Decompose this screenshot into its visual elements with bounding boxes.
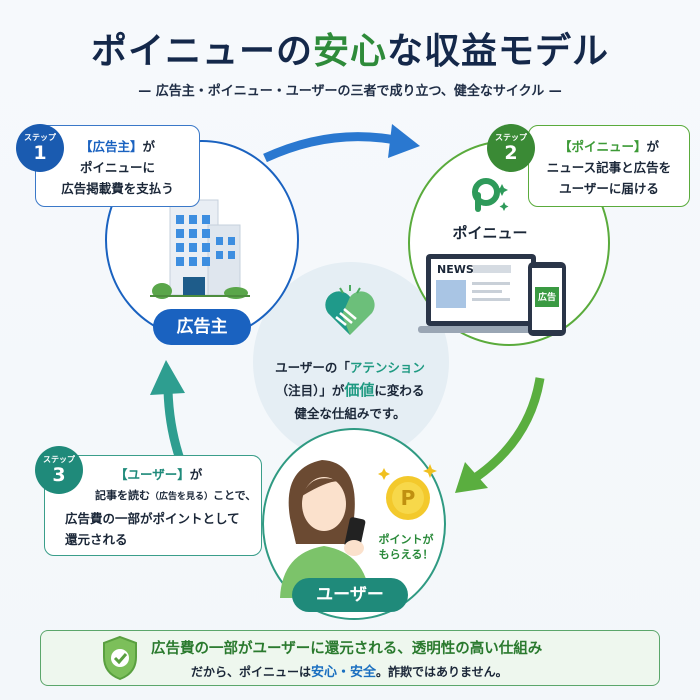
step1-suffix: が <box>142 139 156 154</box>
step1-bubble: 【広告主】が ポイニューに 広告掲載費を支払う <box>35 125 200 207</box>
center-l3: 健全な仕組みです。 <box>294 406 406 421</box>
step3-line2b: （広告を見る） <box>150 492 214 502</box>
arrow-teal-head <box>150 360 185 395</box>
step3-line2c: ことで、 <box>213 489 257 502</box>
step2-line2: ニュース記事と広告を <box>546 160 672 175</box>
center-message: ユーザーの「アテンション （注目）」が価値に変わる 健全な仕組みです。 <box>255 356 445 425</box>
step3-number: 3 <box>52 464 66 486</box>
center-l1a: ユーザーの「 <box>275 360 350 375</box>
bottom-l2b: 安心・安全 <box>311 665 377 680</box>
arrow-green-head <box>455 462 488 493</box>
news-label: NEWS <box>437 263 474 276</box>
user-label: ユーザー <box>292 578 408 612</box>
step3-line3: 広告費の一部がポイントとして <box>65 511 240 526</box>
woman-with-phone-illustration <box>280 460 370 598</box>
step2-actor: 【ポイニュー】 <box>558 139 647 154</box>
points-caption-line2: もらえる！ <box>378 548 434 561</box>
arrow-green <box>472 377 545 482</box>
step1-actor: 【広告主】 <box>79 139 143 154</box>
step3-line4: 還元される <box>65 532 128 547</box>
step2-number: 2 <box>504 142 518 164</box>
bottom-l2c: 。詐欺ではありません。 <box>376 665 508 679</box>
step2-suffix: が <box>646 139 660 154</box>
step1-badge-label: ステップ <box>24 133 56 142</box>
center-l2c: に変わる <box>374 383 425 398</box>
ad-label: 広告 <box>537 293 556 303</box>
subtitle: — 広告主・ポイニュー・ユーザーの三者で成り立つ、健全なサイクル — <box>138 84 562 99</box>
title-part2: な収益モデル <box>387 31 610 72</box>
step2-bubble: 【ポイニュー】が ニュース記事と広告を ユーザーに届ける <box>528 125 690 207</box>
laptop-phone-icon <box>418 254 566 336</box>
center-l2b: 価値 <box>344 381 375 399</box>
step1-line3: 広告掲載費を支払う <box>61 181 174 196</box>
step2-line3: ユーザーに届ける <box>559 181 659 196</box>
poinew-logo-icon <box>472 178 509 212</box>
step1-line2: ポイニューに <box>79 160 155 175</box>
svg-text:P: P <box>401 486 416 510</box>
step3-actor: 【ユーザー】 <box>115 467 190 482</box>
step3-badge-label: ステップ <box>43 455 75 464</box>
poinew-label: ポイニュー <box>452 224 528 242</box>
shield-check-icon <box>103 635 137 681</box>
point-coin-icon: P <box>378 464 437 520</box>
arrow-blue <box>263 132 396 163</box>
step3-suffix: が <box>189 467 203 482</box>
center-l2a: （注目）」が <box>275 383 345 398</box>
office-building-icon <box>150 199 250 299</box>
step2-badge-label: ステップ <box>495 133 527 142</box>
title-part1: ポイニューの <box>90 31 313 72</box>
step3-line2a: 記事を読む <box>95 489 150 502</box>
page-title: ポイニューの安心な収益モデル <box>0 22 700 74</box>
center-l1b: アテンション <box>349 360 425 375</box>
bottom-message-box: 広告費の一部がユーザーに還元される、透明性の高い仕組み だから、ポイニューは安心… <box>40 630 660 686</box>
points-caption-line1: ポイントが <box>378 533 434 546</box>
advertiser-label: 広告主 <box>153 309 251 345</box>
step1-number: 1 <box>33 142 47 164</box>
arrow-blue-head <box>388 124 420 158</box>
bottom-line2: だから、ポイニューは安心・安全。詐欺ではありません。 <box>191 661 508 680</box>
bottom-line1: 広告費の一部がユーザーに還元される、透明性の高い仕組み <box>151 641 543 657</box>
title-highlight: 安心 <box>312 31 387 72</box>
handshake-heart-icon <box>325 285 375 335</box>
bottom-l2a: だから、ポイニューは <box>191 665 312 679</box>
points-caption: ポイントが もらえる！ <box>372 532 440 562</box>
